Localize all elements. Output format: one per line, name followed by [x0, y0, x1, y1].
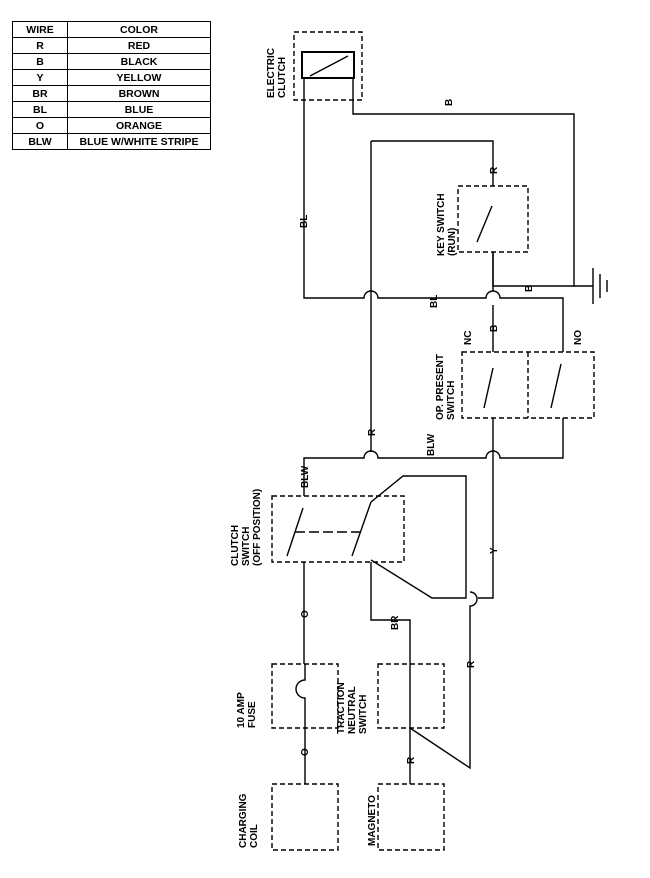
wire-r-magneto	[409, 591, 478, 770]
wire-label-r-right: R	[466, 660, 477, 668]
traction-neutral-switch	[377, 663, 445, 729]
charging-coil-label: CHARGING COIL	[238, 791, 260, 848]
wire-label-bl-mid: BL	[429, 295, 440, 308]
wire-label-y: Y	[489, 547, 500, 554]
key-switch	[457, 185, 529, 253]
electric-clutch-label: ELECTRIC CLUTCH	[266, 45, 288, 98]
wire-bl-main	[303, 78, 564, 352]
wire-label-r-mid: R	[367, 428, 378, 436]
magneto-box	[377, 783, 445, 851]
clutch-coil-diagonal	[309, 55, 349, 77]
op-nc-label: NC	[463, 331, 474, 345]
wire-label-r-key: R	[489, 166, 500, 174]
magneto-label: MAGNETO	[367, 795, 378, 846]
op-no-contact	[550, 363, 562, 409]
clutch-switch-label: CLUTCH SWITCH (OFF POSITION)	[230, 489, 263, 566]
wire-label-b-top: B	[444, 99, 455, 106]
wire-b-key-ground	[492, 252, 574, 287]
clutch-coil-icon	[301, 51, 355, 79]
clutch-switch	[271, 495, 405, 563]
wire-r-key-top	[371, 140, 494, 186]
wire-br	[370, 562, 411, 784]
wire-label-b-ground: B	[524, 285, 535, 292]
electric-clutch	[293, 31, 363, 101]
wire-b-clutch-ground	[352, 78, 593, 287]
wire-label-b-key-bottom: B	[489, 325, 500, 332]
fuse-element-icon	[295, 664, 306, 728]
wire-label-o-bottom: O	[300, 748, 311, 756]
wires	[303, 78, 593, 784]
wire-label-bl-left: BL	[299, 215, 310, 228]
wire-label-r-bottom: R	[406, 756, 417, 764]
clutch-switch-contact-right	[351, 501, 372, 557]
electric-clutch-box	[293, 31, 363, 101]
traction-neutral-switch-label: TRACTION NEUTRAL SWITCH	[336, 680, 369, 734]
op-present-switch	[461, 351, 595, 419]
traction-neutral-switch-box	[377, 663, 445, 729]
wire-r-clutch-loop	[370, 475, 467, 599]
op-nc-contact	[483, 367, 494, 409]
wire-label-blw-right: BLW	[426, 433, 437, 456]
key-switch-contact	[476, 205, 493, 243]
fuse	[271, 663, 339, 729]
clutch-switch-box	[271, 495, 405, 563]
wire-blw	[303, 418, 564, 496]
key-switch-box	[457, 185, 529, 253]
wire-label-blw-top: BLW	[300, 465, 311, 488]
wire-label-o-top: O	[300, 610, 311, 618]
op-present-switch-label: OP. PRESENT SWITCH	[435, 351, 457, 420]
fuse-label: 10 AMP FUSE	[236, 690, 258, 728]
legend-wire-code: BR	[12, 85, 68, 102]
legend-wire-color: BLUE W/WHITE STRIPE	[67, 133, 211, 150]
key-switch-label: KEY SWITCH (RUN)	[436, 191, 458, 256]
op-no-label: NO	[573, 330, 584, 345]
wire-label-br: BR	[390, 615, 401, 630]
wire-y	[478, 418, 494, 599]
charging-coil-box	[271, 783, 339, 851]
labels: ELECTRIC CLUTCH B R BL KEY SWITCH (RUN) …	[230, 45, 584, 848]
ground-icon	[592, 268, 608, 304]
legend-wire-code: BLW	[12, 133, 68, 150]
